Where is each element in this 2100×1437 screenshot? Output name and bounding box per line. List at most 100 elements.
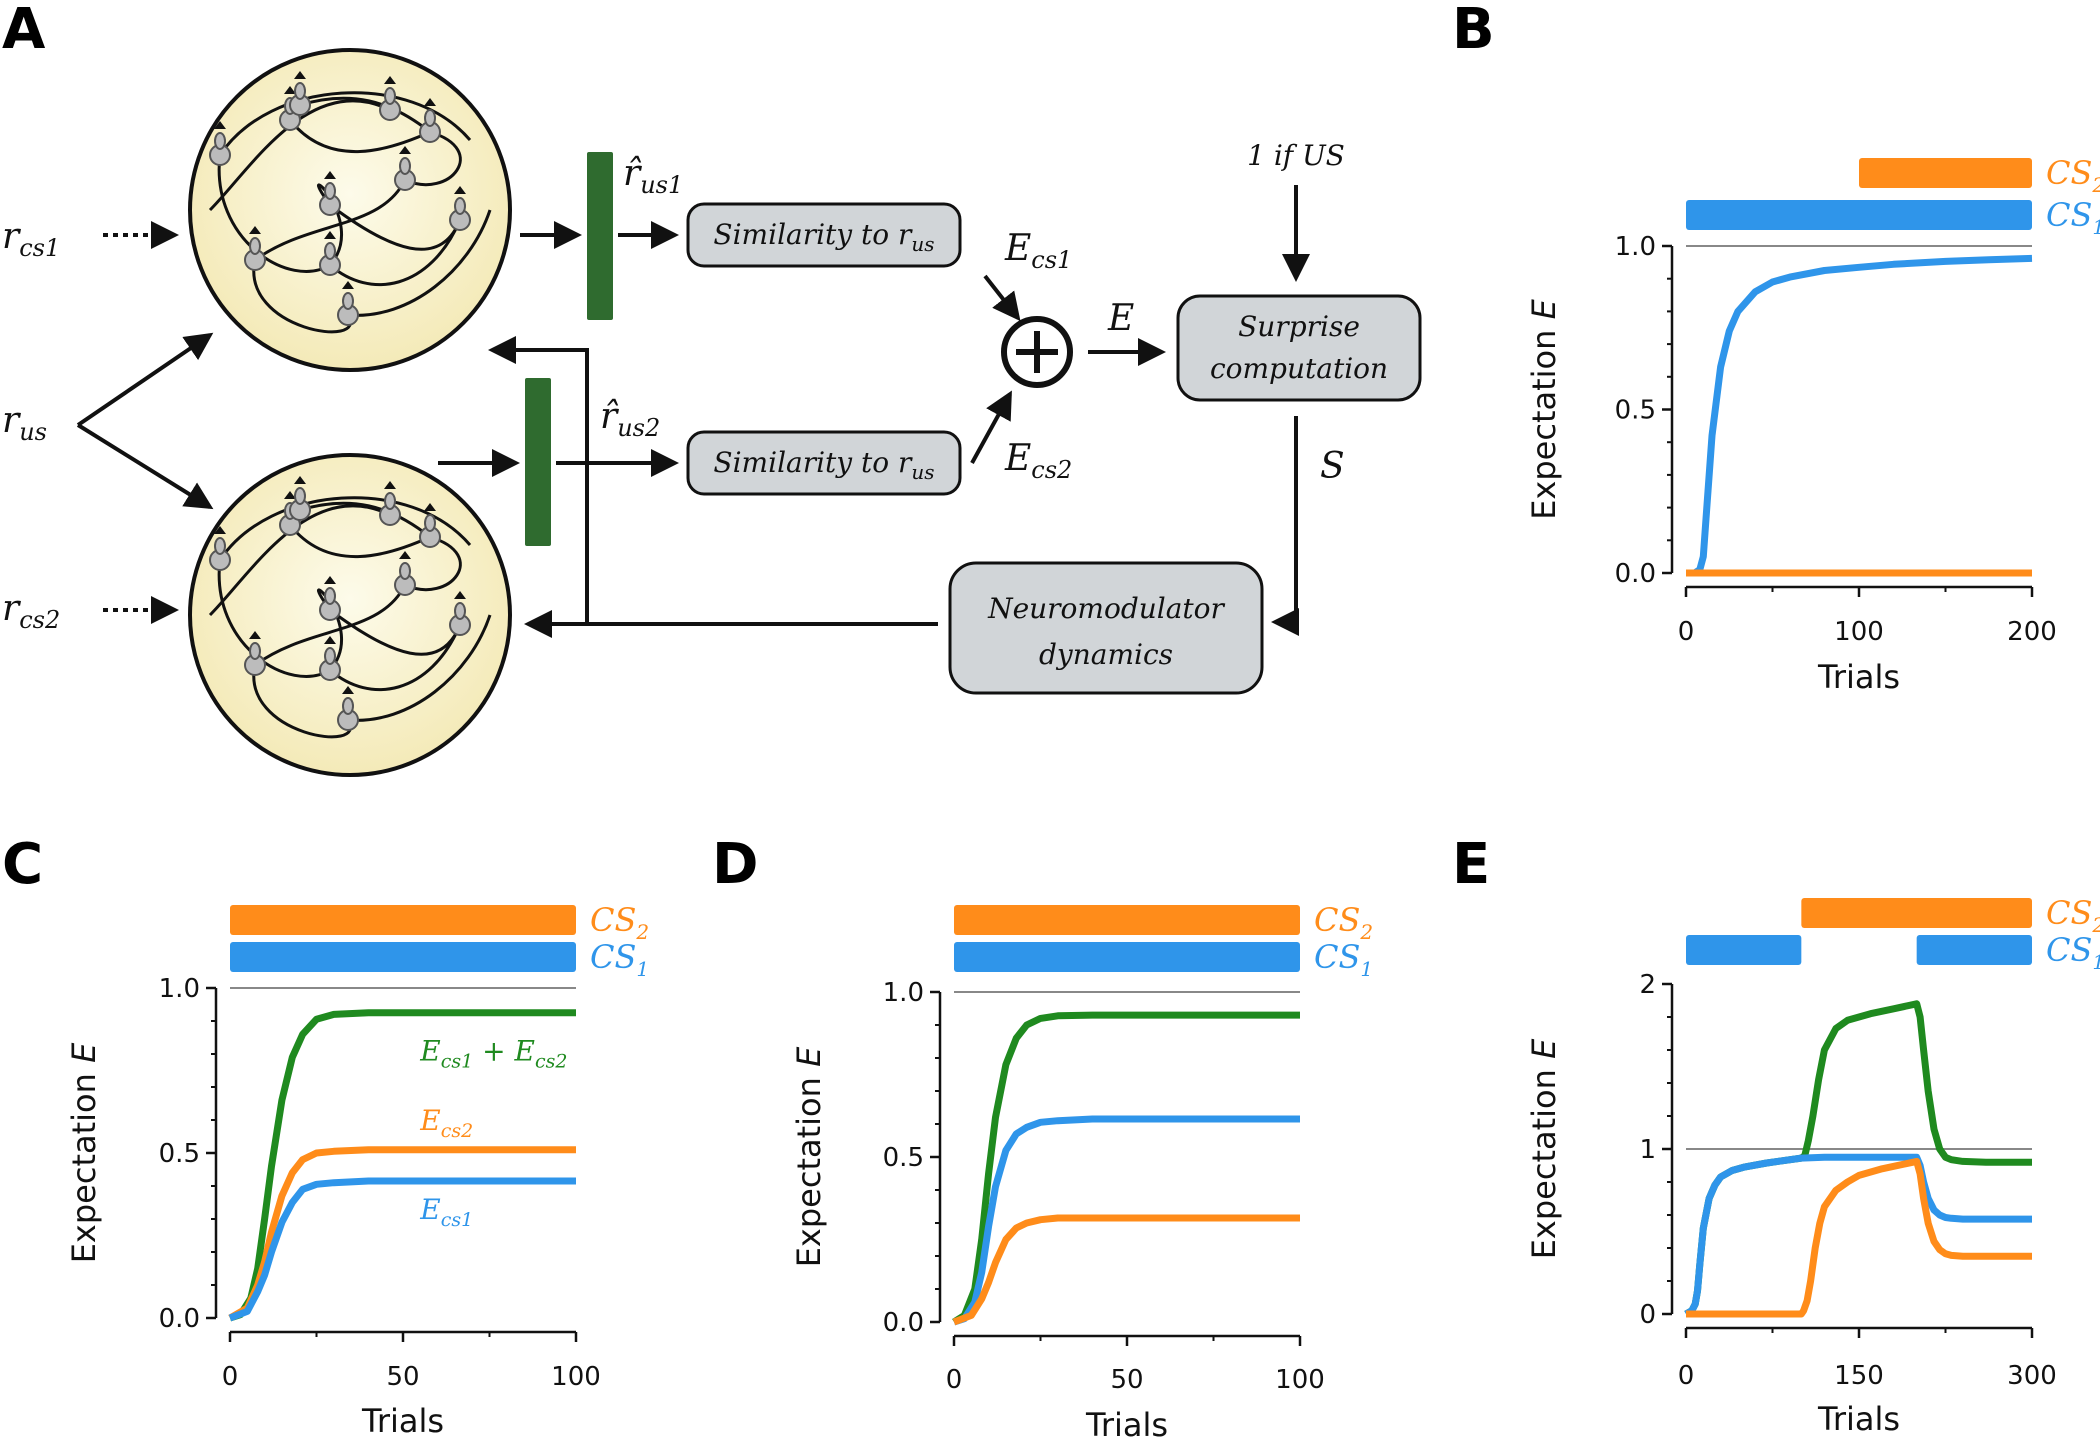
neuron-icon — [449, 591, 471, 636]
neuron-icon — [319, 231, 341, 276]
neuron-icon — [209, 121, 231, 166]
neuron-icon — [319, 576, 341, 621]
neuron-icon — [379, 76, 401, 121]
y-tick-label: 0.5 — [883, 1143, 924, 1173]
x-tick-label: 50 — [386, 1362, 419, 1392]
x-axis-label: Trials — [1817, 1400, 1900, 1437]
similarity-box-1-text: Similarity to rus — [713, 218, 934, 256]
cs-bar — [1801, 898, 2032, 928]
y-tick-label: 1.0 — [883, 978, 924, 1008]
network-connection — [347, 614, 492, 722]
series-line — [1686, 1157, 2032, 1318]
y-tick-label: 0.5 — [1615, 396, 1656, 426]
neuromodulator-box-line1: Neuromodulator — [987, 592, 1225, 625]
surprise-box-line1: Surprise — [1238, 310, 1360, 343]
similarity-box-1 — [686, 202, 962, 268]
y-axis-label: Expectation E — [790, 1046, 828, 1267]
cs-legend-label: CS1 — [1314, 938, 1373, 981]
arrow-rus-top — [76, 332, 214, 427]
cs-bar — [1686, 200, 2032, 230]
panel-label-a: A — [2, 0, 46, 62]
cs-bar — [230, 942, 576, 972]
x-tick-label: 100 — [551, 1362, 601, 1392]
neuron-icon — [419, 503, 441, 548]
network-circle-bottom — [188, 453, 512, 777]
network-connection — [347, 209, 492, 317]
cs-bar — [954, 942, 1300, 972]
us-label: 1 if US — [1247, 139, 1345, 172]
y-tick-label: 0.0 — [883, 1308, 924, 1338]
series-line — [952, 1214, 1300, 1326]
y-tick-label: 0.0 — [159, 1304, 200, 1334]
similarity-box-2-text: Similarity to rus — [713, 446, 934, 484]
cs-bar — [1859, 158, 2032, 188]
y-axis-label: Expectation E — [1525, 1038, 1563, 1259]
arrow-rus-bottom — [76, 423, 214, 510]
readout-bar-1 — [587, 152, 613, 320]
neuron-icon — [244, 631, 266, 676]
neuron-icon — [394, 146, 416, 191]
network-connection — [288, 119, 431, 153]
ecs2-label: Ecs2 — [1004, 438, 1072, 484]
network-connection — [404, 130, 462, 187]
neuron-icon — [319, 171, 341, 216]
cs-bar — [954, 905, 1300, 935]
y-axis-label: Expectation E — [1525, 298, 1563, 519]
readout-bar-2 — [525, 378, 551, 546]
x-tick-label: 50 — [1110, 1365, 1143, 1395]
series-annotation: Ecs1 + Ecs2 — [419, 1035, 567, 1073]
x-axis-label: Trials — [1817, 658, 1900, 696]
neuron-icon — [337, 686, 359, 731]
cs-bar — [230, 905, 576, 935]
network-connection — [208, 504, 391, 617]
network-connection — [218, 496, 472, 561]
network-connection — [288, 524, 431, 558]
surprise-box-line2: computation — [1210, 352, 1388, 385]
surprise-box — [1176, 294, 1422, 402]
x-tick-label: 300 — [2007, 1361, 2057, 1391]
e-label: E — [1107, 298, 1134, 339]
network-connection — [218, 91, 472, 156]
readout-label-1: r̂us1 — [623, 153, 683, 199]
s-label: S — [1320, 446, 1345, 487]
x-tick-label: 100 — [1275, 1365, 1325, 1395]
panel-label-c: C — [2, 832, 43, 897]
neuron-icon — [319, 636, 341, 681]
x-tick-label: 0 — [1678, 1361, 1695, 1391]
arrow-ecs2-sum — [970, 390, 1012, 464]
series-line — [1684, 1153, 2032, 1318]
network-circle-top — [188, 48, 512, 372]
x-tick-label: 0 — [222, 1362, 239, 1392]
y-tick-label: 2 — [1639, 970, 1656, 1000]
x-tick-label: 200 — [2007, 617, 2057, 647]
sum-node-icon — [1001, 316, 1073, 388]
network-connection — [329, 219, 462, 287]
input-label-rcs1: rcs1 — [2, 216, 60, 262]
cs-legend-label: CS2 — [2046, 894, 2100, 937]
y-tick-label: 0.5 — [159, 1139, 200, 1169]
input-label-rcs2: rcs2 — [2, 588, 60, 634]
cs-bar — [1916, 935, 2032, 965]
series-line — [1686, 254, 2033, 577]
network-connection — [329, 624, 462, 692]
neuron-icon — [209, 526, 231, 571]
cs-legend-label: CS2 — [2046, 154, 2100, 197]
network-connection — [299, 96, 431, 134]
neuron-icon — [289, 476, 311, 521]
network-connection — [299, 501, 431, 539]
cs-legend-label: CS1 — [2046, 196, 2100, 239]
neuromodulator-box — [948, 561, 1264, 695]
x-axis-label: Trials — [1085, 1406, 1168, 1437]
input-label-rus: rus — [2, 400, 47, 446]
x-tick-label: 0 — [946, 1365, 963, 1395]
network-connection — [208, 99, 391, 212]
series-line — [952, 1115, 1300, 1326]
panel-label-e: E — [1452, 832, 1490, 897]
similarity-box-2 — [686, 430, 962, 496]
readout-label-2: r̂us2 — [600, 396, 660, 442]
arrow-ecs1-sum — [983, 274, 1021, 322]
cs-legend-label: CS1 — [2046, 931, 2100, 974]
x-axis-label: Trials — [361, 1402, 444, 1437]
